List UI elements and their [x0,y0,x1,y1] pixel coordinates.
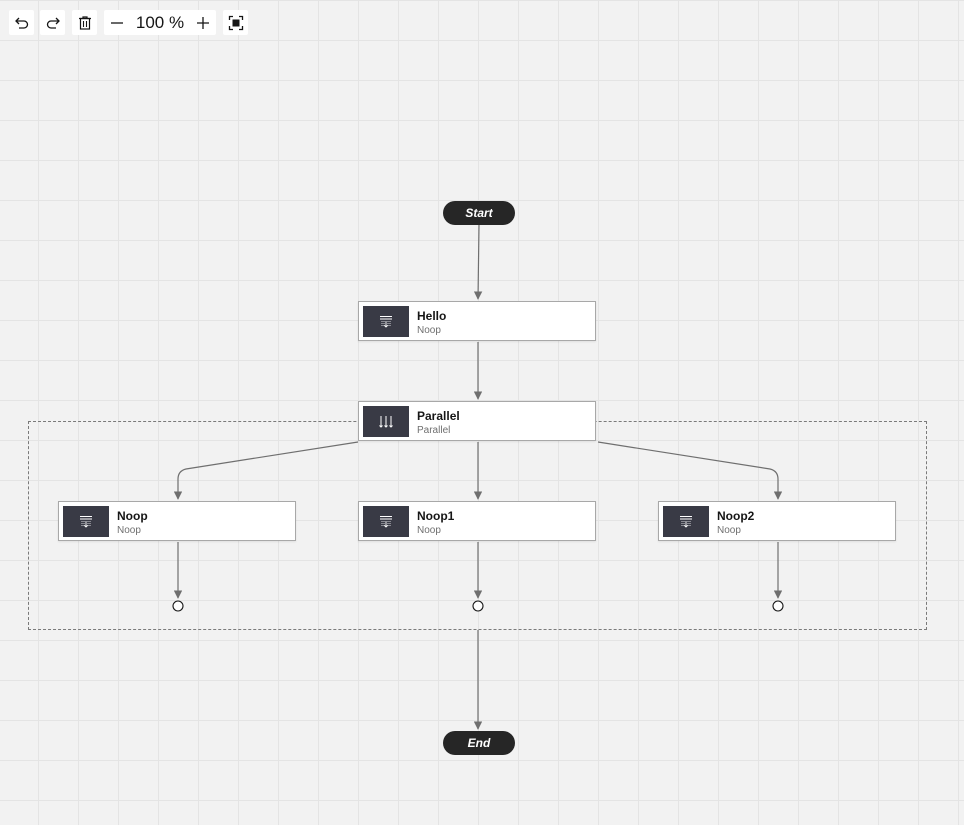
start-label: Start [465,206,493,220]
node-noop1[interactable]: Noop1 Noop [358,501,596,541]
edge-parallel-noop2[interactable] [597,441,783,500]
noop-icon [363,306,409,337]
start-node[interactable]: Start [443,201,515,225]
end-node[interactable]: End [443,731,515,755]
node-title: Noop1 [417,509,455,523]
plus-icon [196,16,209,29]
node-title: Hello [417,309,447,323]
zoom-in-button[interactable] [190,10,215,35]
edge-parallel-noop[interactable] [173,441,359,500]
end-label: End [467,736,491,750]
edge-start-hello[interactable] [473,224,483,300]
node-noop2[interactable]: Noop2 Noop [658,501,896,541]
fit-to-screen-button[interactable] [223,10,248,35]
node-hello[interactable]: Hello Noop [358,301,596,341]
redo-button[interactable] [40,10,65,35]
delete-button[interactable] [72,10,97,35]
node-parallel[interactable]: Parallel Parallel [358,401,596,441]
zoom-level: 100 % [135,13,185,32]
zoom-control: 100 % [104,10,216,35]
fit-to-screen-icon [228,15,243,30]
branch-end-point-noop2 [772,600,784,612]
zoom-out-button[interactable] [104,10,129,35]
node-type: Noop [117,525,141,536]
node-title: Parallel [417,409,460,423]
noop-icon [63,506,109,537]
branch-end-point-noop [172,600,184,612]
trash-icon [78,15,91,30]
node-type: Parallel [417,425,451,436]
node-title: Noop [117,509,148,523]
noop-icon [363,506,409,537]
noop-icon [663,506,709,537]
node-type: Noop [417,325,441,336]
node-type: Noop [417,525,441,536]
redo-icon [46,17,60,29]
undo-icon [14,17,28,29]
parallel-icon [363,406,409,437]
minus-icon [110,21,123,24]
node-type: Noop [717,525,741,536]
node-title: Noop2 [717,509,755,523]
undo-button[interactable] [9,10,34,35]
node-noop[interactable]: Noop Noop [58,501,296,541]
branch-end-point-noop1 [472,600,484,612]
